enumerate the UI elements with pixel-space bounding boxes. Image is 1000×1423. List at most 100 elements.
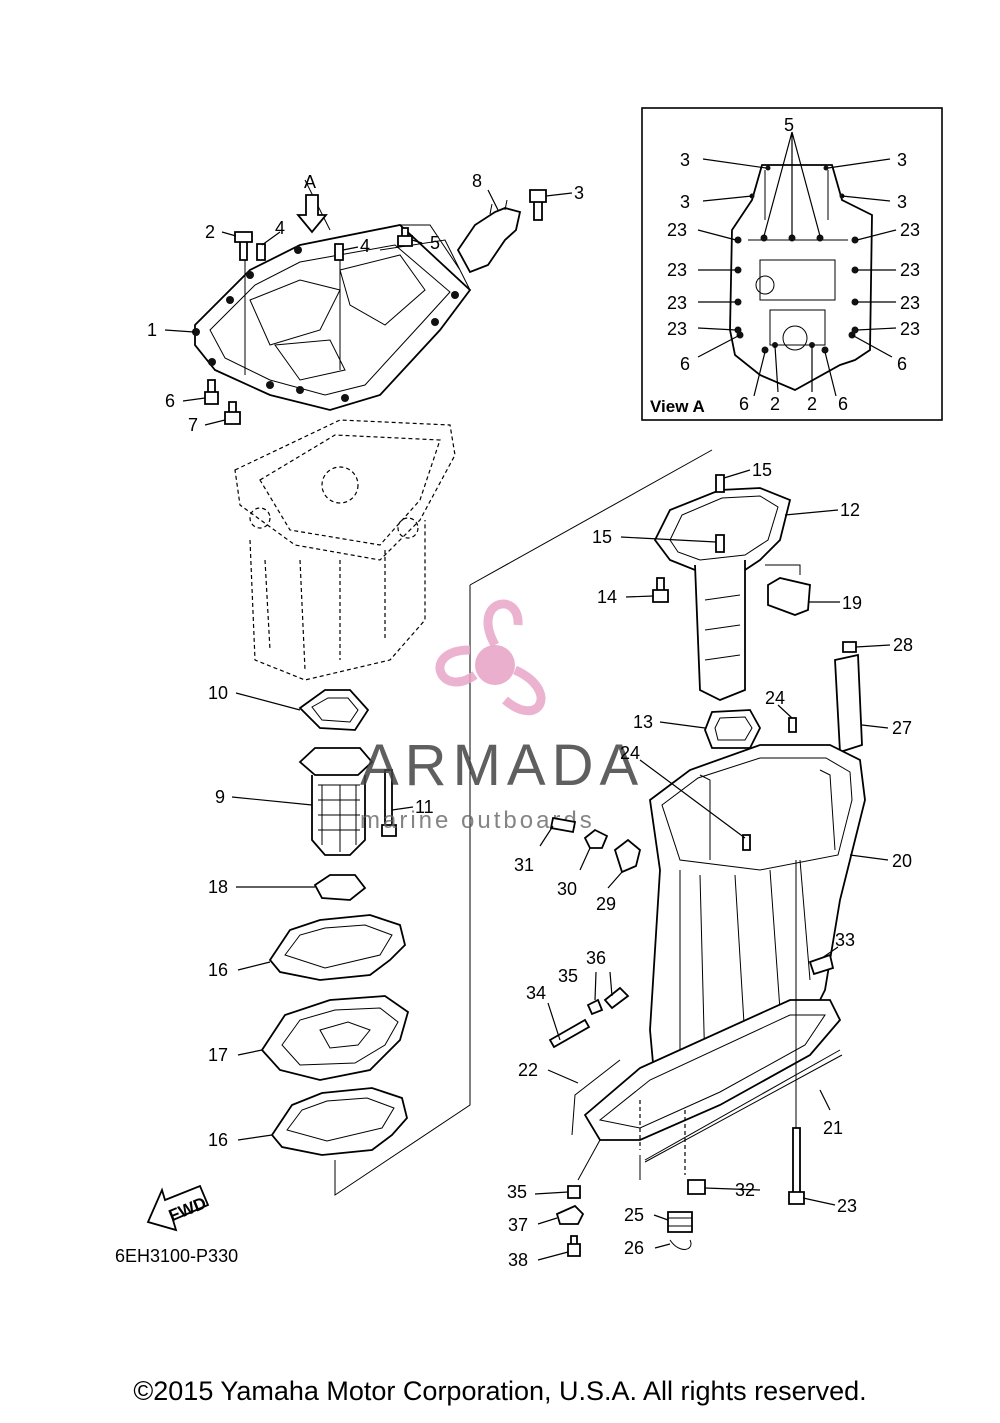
view-a-label: 5 [784,115,794,135]
callouts: 1 2 4 4 5 3 8 6 7 10 9 11 18 16 17 16 15… [147,171,913,1270]
part-16-gasket [268,914,406,981]
watermark-propeller-hub-icon [475,645,515,685]
callout-15: 15 [752,460,772,480]
callout-35: 35 [558,966,578,986]
view-a-arrow: A [296,172,328,234]
engine-block-phantom [234,419,456,681]
part-24-pin [742,834,751,851]
part-16-gasket [270,1087,408,1156]
view-a-label: 23 [900,293,920,313]
callout-24: 24 [620,743,640,763]
callout-18: 18 [208,877,228,897]
part-2-bolt [234,231,253,261]
view-a-label: 23 [667,220,687,240]
part-38-bolt [567,1235,581,1257]
watermark-propeller-icon [435,599,546,716]
part-4-pin [256,243,266,261]
view-a-label: 23 [900,319,920,339]
upper-plate-assembly [192,179,472,411]
left-parts-stack [260,585,471,1196]
callout-23: 23 [837,1196,857,1216]
view-a-arrow-label: A [304,172,316,192]
part-14-bolt [652,577,669,603]
part-5-screw [397,227,413,247]
callout-8: 8 [472,171,482,191]
part-11-bolt [381,769,397,837]
callout-4: 4 [360,236,370,256]
view-a-label: 23 [667,319,687,339]
callout-13: 13 [633,712,653,732]
callout-17: 17 [208,1045,228,1065]
callout-16: 16 [208,960,228,980]
callout-1: 1 [147,320,157,340]
callout-22: 22 [518,1060,538,1080]
callout-30: 30 [557,879,577,899]
view-a-label: 6 [680,354,690,374]
callout-6: 6 [165,391,175,411]
part-35-clamp [586,998,604,1016]
callout-12: 12 [840,500,860,520]
callout-35: 35 [507,1182,527,1202]
callout-24: 24 [765,688,785,708]
callout-5: 5 [430,233,440,253]
part-17-plate [260,995,410,1081]
part-23-bolt [788,1127,805,1205]
part-26-circlip [669,1239,692,1250]
callout-7: 7 [188,415,198,435]
part-12-exhaust-manifold [653,487,792,573]
part-9-exhaust-guide [298,747,374,856]
view-a-label: 6 [897,354,907,374]
watermark-name: ARMADA [360,733,644,798]
part-32-plug [687,1179,706,1195]
callout-21: 21 [823,1118,843,1138]
part-25-nut [667,1211,693,1233]
callout-9: 9 [215,787,225,807]
watermark: ARMADA marine outboards [360,599,644,834]
view-a-label: 23 [667,260,687,280]
view-a-label: 3 [897,192,907,212]
part-28-bolt [842,641,857,653]
part-7-plug [224,401,241,425]
part-27-cover [834,653,863,754]
callout-32: 32 [735,1180,755,1200]
view-a-inset: 5 3 3 3 3 23 23 23 23 23 23 23 23 6 6 6 … [641,107,943,421]
callout-36: 36 [586,948,606,968]
callout-4: 4 [275,218,285,238]
plate-fasteners [204,189,547,425]
callout-31: 31 [514,855,534,875]
callout-19: 19 [842,593,862,613]
view-a-label: 2 [807,394,817,414]
callout-10: 10 [208,683,228,703]
part-34-nipple [548,1018,591,1049]
view-a-title: View A [650,397,705,416]
view-a-label: 23 [667,293,687,313]
part-15-pin [715,474,725,493]
part-31-bolt [549,816,577,834]
part-21-plate [583,999,842,1141]
part-29-plug [613,838,642,874]
part-6-bolt [204,379,219,405]
view-a-label: 2 [770,394,780,414]
callout-16: 16 [208,1130,228,1150]
view-a-label: 3 [680,192,690,212]
part-4-pin [334,243,344,261]
callout-34: 34 [526,983,546,1003]
view-a-label: 3 [897,150,907,170]
part-19-damper [767,577,811,616]
copyright-notice: ©2015 Yamaha Motor Corporation, U.S.A. A… [133,1376,867,1406]
callout-27: 27 [892,718,912,738]
part-3-bolt [529,189,547,221]
callout-38: 38 [508,1250,528,1270]
callout-33: 33 [835,930,855,950]
part-18-seal [313,874,367,901]
callout-29: 29 [596,894,616,914]
leader-lines [164,189,891,1261]
callout-15: 15 [592,527,612,547]
view-a-label: 23 [900,220,920,240]
right-assembly [469,449,866,1257]
part-30-grommet [583,828,609,849]
part-15-pin [715,534,725,553]
view-a-label: 6 [838,394,848,414]
view-a-label: 6 [739,394,749,414]
